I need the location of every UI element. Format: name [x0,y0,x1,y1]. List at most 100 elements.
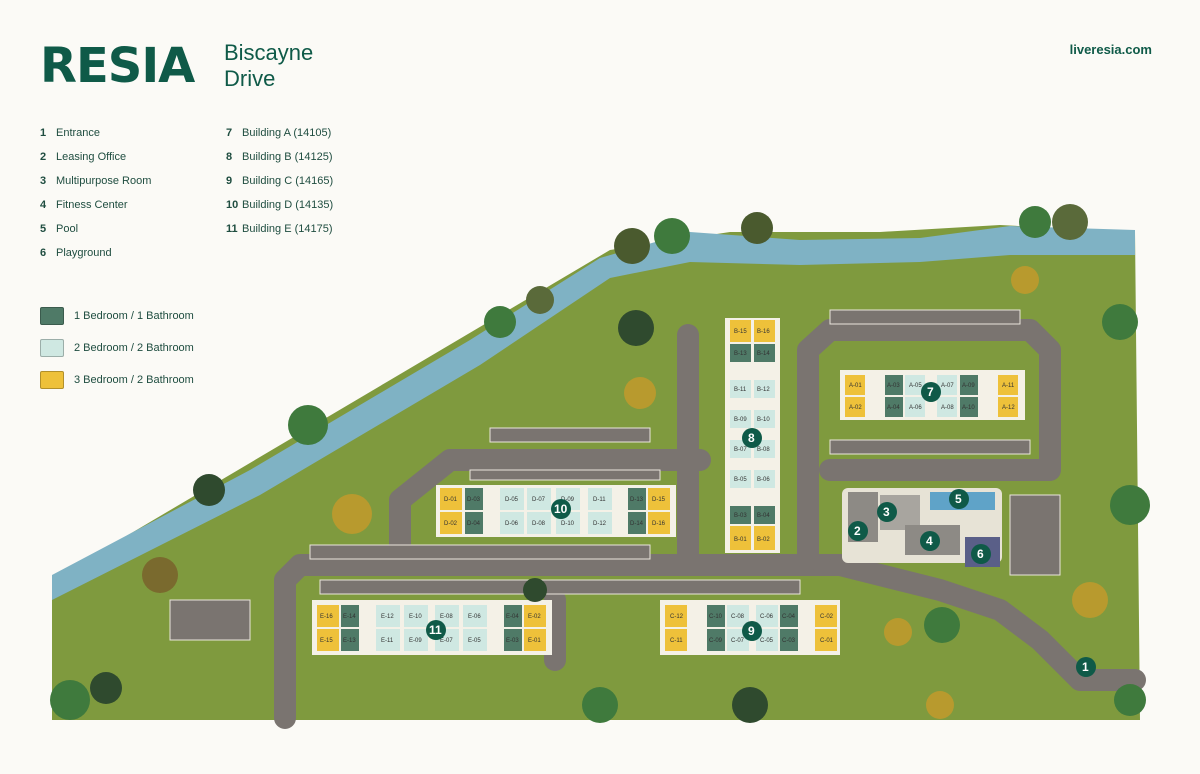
unit-b-13[interactable]: B-13 [734,351,747,357]
marker-11[interactable]: 11 [426,620,446,640]
unit-a-09[interactable]: A-09 [962,383,975,389]
unit-b-11[interactable]: B-11 [734,387,747,393]
unit-e-13[interactable]: E-13 [343,638,356,644]
unit-d-10[interactable]: D-10 [561,521,575,527]
unit-a-11[interactable]: A-11 [1002,383,1015,389]
unit-b-12[interactable]: B-12 [757,387,770,393]
unit-a-10[interactable]: A-10 [962,405,975,411]
unit-d-01[interactable]: D-01 [444,497,458,503]
unit-d-15[interactable]: D-15 [652,497,666,503]
unit-e-16[interactable]: E-16 [320,614,333,620]
unit-a-12[interactable]: A-12 [1002,405,1015,411]
unit-c-08[interactable]: C-08 [731,614,745,620]
building-d[interactable]: D-01 D-02 D-03 D-04 D-05 D-06 D-07 D-08 … [436,485,676,537]
unit-d-09[interactable]: D-09 [561,497,575,503]
unit-c-09[interactable]: C-09 [709,638,723,644]
marker-7[interactable]: 7 [921,382,941,402]
unit-d-11[interactable]: D-11 [593,497,606,503]
unit-a-01[interactable]: A-01 [849,383,862,389]
marker-4[interactable]: 4 [920,531,940,551]
unit-1bed-icon [40,307,64,325]
unit-d-02[interactable]: D-02 [444,521,458,527]
unit-e-06[interactable]: E-06 [468,614,481,620]
unit-e-03[interactable]: E-03 [506,638,519,644]
unit-d-04[interactable]: D-04 [467,521,481,527]
unit-c-07[interactable]: C-07 [731,638,745,644]
unit-type-legend: 1 Bedroom / 1 Bathroom 2 Bedroom / 2 Bat… [40,300,194,396]
unit-c-06[interactable]: C-06 [760,614,774,620]
unit-d-12[interactable]: D-12 [593,521,607,527]
website-link[interactable]: liveresia.com [1069,42,1152,57]
marker-10[interactable]: 10 [551,499,571,519]
unit-a-08[interactable]: A-08 [941,405,954,411]
unit-e-12[interactable]: E-12 [381,614,394,620]
unit-a-02[interactable]: A-02 [849,405,862,411]
unit-c-02[interactable]: C-02 [820,614,834,620]
unit-c-10[interactable]: C-10 [709,614,723,620]
unit-b-16[interactable]: B-16 [757,329,770,335]
unit-b-01[interactable]: B-01 [734,537,747,543]
unit-b-14[interactable]: B-14 [757,351,770,357]
unit-d-08[interactable]: D-08 [532,521,546,527]
unit-e-07[interactable]: E-07 [440,638,453,644]
svg-text:10: 10 [554,502,568,516]
unit-c-04[interactable]: C-04 [782,614,796,620]
unit-a-05[interactable]: A-05 [909,383,922,389]
unit-b-06[interactable]: B-06 [757,477,770,483]
unit-a-03[interactable]: A-03 [887,383,900,389]
unit-e-11[interactable]: E-11 [381,638,394,644]
unit-d-05[interactable]: D-05 [505,497,519,503]
resia-logo[interactable]: RESIA [40,38,195,94]
svg-text:4: 4 [926,534,933,548]
unit-e-04[interactable]: E-04 [506,614,519,620]
marker-1[interactable]: 1 [1076,657,1096,677]
unit-c-05[interactable]: C-05 [760,638,774,644]
unit-e-01[interactable]: E-01 [528,638,541,644]
unit-a-06[interactable]: A-06 [909,405,922,411]
unit-a-04[interactable]: A-04 [887,405,900,411]
unit-e-08[interactable]: E-08 [440,614,453,620]
unit-c-12[interactable]: C-12 [670,614,684,620]
svg-text:11: 11 [429,623,442,637]
marker-3[interactable]: 3 [877,502,897,522]
unit-e-02[interactable]: E-02 [528,614,541,620]
unit-d-16[interactable]: D-16 [652,521,666,527]
unit-b-09[interactable]: B-09 [734,417,747,423]
unit-d-06[interactable]: D-06 [505,521,519,527]
unit-d-07[interactable]: D-07 [532,497,546,503]
unit-e-14[interactable]: E-14 [343,614,356,620]
unit-b-03[interactable]: B-03 [734,513,747,519]
marker-5[interactable]: 5 [949,489,969,509]
unit-d-03[interactable]: D-03 [467,497,481,503]
unit-c-11[interactable]: C-11 [670,638,683,644]
svg-text:8: 8 [748,431,755,445]
marker-9[interactable]: 9 [742,621,762,641]
unit-c-01[interactable]: C-01 [820,638,834,644]
marker-2[interactable]: 2 [848,521,868,541]
unit-a-07[interactable]: A-07 [941,383,954,389]
unit-d-13[interactable]: D-13 [630,497,644,503]
unit-e-05[interactable]: E-05 [468,638,481,644]
building-b[interactable]: B-01 B-02 B-03 B-04 B-05 B-06 B-07 B-08 … [725,318,780,553]
marker-8[interactable]: 8 [742,428,762,448]
unit-e-15[interactable]: E-15 [320,638,333,644]
svg-text:2: 2 [854,524,861,538]
unit-b-02[interactable]: B-02 [757,537,770,543]
unit-e-10[interactable]: E-10 [409,614,422,620]
unit-b-05[interactable]: B-05 [734,477,747,483]
marker-6[interactable]: 6 [971,544,991,564]
unit-b-04[interactable]: B-04 [757,513,770,519]
unit-c-03[interactable]: C-03 [782,638,796,644]
unit-b-15[interactable]: B-15 [734,329,747,335]
building-c[interactable]: C-01 C-02 C-03 C-04 C-05 C-06 C-07 C-08 … [660,600,840,655]
unit-b-08[interactable]: B-08 [757,447,770,453]
trees [50,204,1150,723]
unit-b-07[interactable]: B-07 [734,447,747,453]
unit-b-10[interactable]: B-10 [757,417,770,423]
unit-d-14[interactable]: D-14 [630,521,644,527]
unit-e-09[interactable]: E-09 [409,638,422,644]
